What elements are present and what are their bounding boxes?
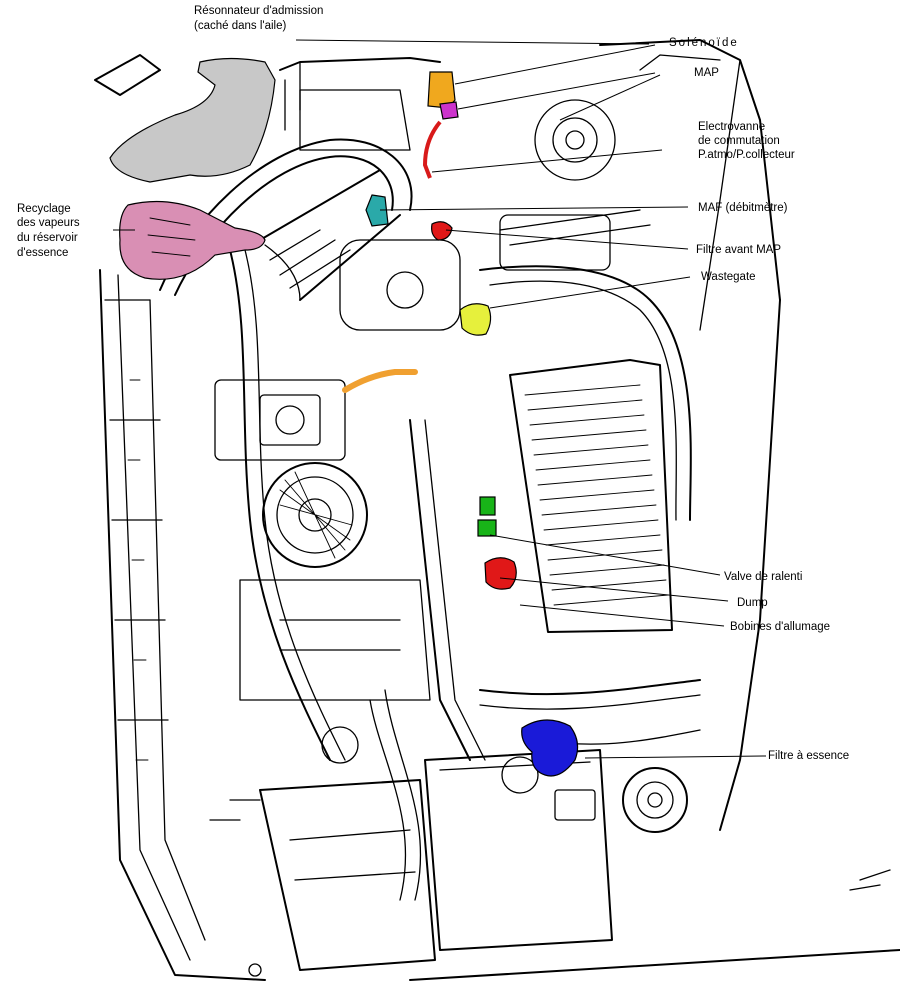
fuel-filter-part [521,719,579,777]
map-label: MAP [694,67,719,79]
recyclage-label-2: des vapeurs [17,217,80,229]
orange-pipe [342,369,418,393]
highlighted-parts [109,57,579,777]
idle-valve-label: Valve de ralenti [724,571,802,583]
idle-valve-part [477,496,497,537]
recyclage-label-1: Recyclage [17,203,71,215]
resonator-label-2: (caché dans l'aile) [194,20,286,32]
maf-part [365,194,389,227]
electrovanne-label-2: de commutation [698,135,780,147]
resonator-label-1: Résonnateur d'admission [194,5,323,17]
leader-lines [113,39,767,759]
electrovanne-label-3: P.atmo/P.collecteur [698,149,795,161]
map-sensor-part [439,101,459,120]
engine-bay-outline [94,39,900,981]
maf-label: MAF (débitmètre) [698,202,788,214]
resonator-part [109,57,276,183]
wastegate-part [459,303,492,336]
fuel-filter-label: Filtre à essence [768,750,849,762]
recyclage-part [119,200,266,280]
solenoid-label: Solénoïde [669,37,739,49]
coils-label: Bobines d'allumage [730,621,830,633]
map-filter-part [431,221,453,241]
map-filter-label: Filtre avant MAP [696,244,781,256]
electrovanne-label-1: Electrovanne [698,121,765,133]
wastegate-label: Wastegate [701,271,756,283]
dump-part [484,557,517,590]
recyclage-label-4: d'essence [17,247,68,259]
electrovanne-hose [422,120,442,179]
dump-label: Dump [737,597,768,609]
labels: Résonnateur d'admission (caché dans l'ai… [17,5,849,762]
recyclage-label-3: du réservoir [17,232,78,244]
